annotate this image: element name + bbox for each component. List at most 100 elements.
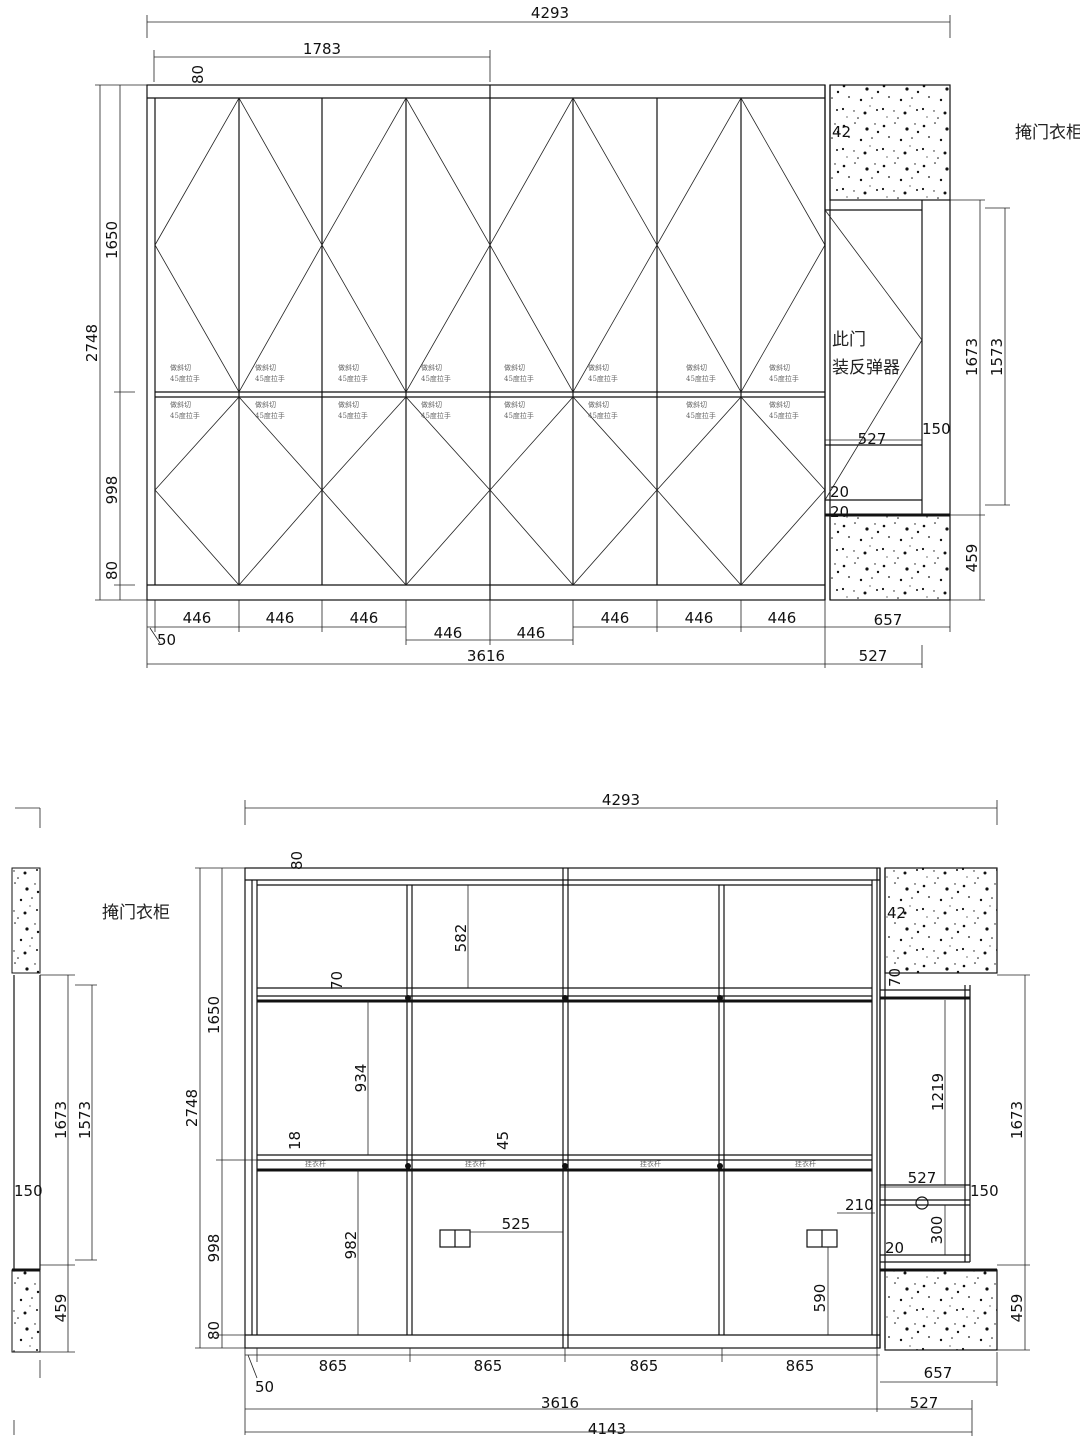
dim-bay-width: 865 — [474, 1357, 503, 1375]
elevation-fragment-left: 1673 459 1573 150 掩门衣柜 — [11, 807, 170, 1435]
handle-note: 45度拉手 — [421, 411, 451, 420]
dim-fragment-a: 1673 — [52, 1101, 70, 1139]
rail-note: 挂衣杆 — [795, 1159, 816, 1168]
handle-note: 45度拉手 — [686, 411, 716, 420]
dim-upper-height: 1650 — [103, 221, 121, 259]
label-left: 掩门衣柜 — [102, 903, 170, 923]
handle-note: 45度拉手 — [769, 374, 799, 383]
dim-niche-height: 1673 — [963, 338, 981, 376]
dim-fragment-b: 1573 — [76, 1101, 94, 1139]
handle-note: 45度拉手 — [504, 411, 534, 420]
wall-concrete-top — [884, 867, 998, 974]
wall-concrete-top — [11, 867, 41, 974]
dim-socket-height: 590 — [811, 1284, 829, 1313]
handle-note: 做斜切 — [588, 400, 609, 409]
dim-fragment-d: 459 — [52, 1294, 70, 1323]
dim-overall: 4143 — [588, 1420, 626, 1438]
handle-note: 45度拉手 — [588, 411, 618, 420]
dim-total-height: 2748 — [83, 324, 101, 362]
door-diamond-pattern — [154, 97, 826, 586]
dim-base: 80 — [205, 1321, 223, 1340]
dim-lower-compartment: 982 — [342, 1231, 360, 1260]
rail-note: 挂衣杆 — [465, 1159, 486, 1168]
dim-door-width: 446 — [768, 609, 797, 627]
dim-top-band: 80 — [288, 851, 306, 870]
shelves: 挂衣杆 挂衣杆 挂衣杆 挂衣杆 — [257, 987, 872, 1172]
dim-bottom-wall: 459 — [1008, 1294, 1026, 1323]
label-right: 掩门衣柜 — [1015, 123, 1080, 143]
rail-note: 挂衣杆 — [305, 1159, 326, 1168]
handle-note: 45度拉手 — [170, 411, 200, 420]
handle-note: 做斜切 — [421, 363, 442, 372]
dim-half-width: 1783 — [303, 40, 341, 58]
dim-wall-top: 42 — [887, 904, 906, 922]
dim-small: 20 — [830, 483, 849, 501]
dim-bay-width: 865 — [319, 1357, 348, 1375]
handle-note: 做斜切 — [686, 400, 707, 409]
dim-niche-inner: 527 — [910, 1394, 939, 1412]
dim-door-width: 446 — [266, 609, 295, 627]
dim-wall-top: 42 — [832, 123, 851, 141]
dim-rail-offset2: 45 — [494, 1131, 512, 1150]
dim-top-band: 80 — [189, 65, 207, 84]
handle-note: 45度拉手 — [421, 374, 451, 383]
dim-rail-offset: 18 — [286, 1131, 304, 1150]
dim-small2: 20 — [830, 503, 849, 521]
door-note-line1: 此门 — [832, 330, 866, 350]
dim-middle-compartment: 934 — [352, 1064, 370, 1093]
elevation-doors: 4293 1783 80 — [83, 4, 1080, 668]
dim-total-height: 2748 — [183, 1089, 201, 1127]
dim-niche-width: 657 — [924, 1364, 953, 1382]
handle-note: 45度拉手 — [504, 374, 534, 383]
handle-note: 做斜切 — [338, 400, 359, 409]
handle-note: 做斜切 — [338, 363, 359, 372]
handle-note: 做斜切 — [686, 363, 707, 372]
dim-base: 80 — [103, 561, 121, 580]
handle-note: 做斜切 — [255, 363, 276, 372]
wall-concrete-bottom — [829, 514, 951, 601]
door-dividers — [238, 85, 742, 600]
dim-lower-height: 998 — [103, 476, 121, 505]
dim-lower-height: 998 — [205, 1234, 223, 1263]
dim-socket-spacing: 525 — [502, 1215, 531, 1233]
rod-holder-icon — [915, 1196, 929, 1210]
handle-note: 45度拉手 — [338, 374, 368, 383]
dim-niche-inner-width: 527 — [908, 1169, 937, 1187]
rail-note: 挂衣杆 — [640, 1159, 661, 1168]
handle-note: 45度拉手 — [170, 374, 200, 383]
dim-door-width: 446 — [685, 609, 714, 627]
dim-panel: 150 — [970, 1182, 999, 1200]
wall-concrete-bottom — [884, 1269, 998, 1351]
handle-note: 做斜切 — [255, 400, 276, 409]
partitions — [406, 868, 725, 1348]
handle-note: 45度拉手 — [255, 374, 285, 383]
handle-note: 做斜切 — [170, 363, 191, 372]
handle-note: 做斜切 — [170, 400, 191, 409]
dim-bottom-wall: 459 — [963, 544, 981, 573]
dim-shelf-small: 70 — [886, 968, 904, 987]
handle-note: 做斜切 — [421, 400, 442, 409]
handle-note: 45度拉手 — [255, 411, 285, 420]
dim-door-width: 446 — [350, 609, 379, 627]
dim-door-width: 446 — [183, 609, 212, 627]
dim-bay-width: 865 — [630, 1357, 659, 1375]
dim-niche-inner: 527 — [859, 647, 888, 665]
dim-cabinet-width: 3616 — [541, 1394, 579, 1412]
handle-notes: 做斜切 45度拉手 做斜切 45度拉手 做斜切 45度拉手 做斜切 45度拉手 … — [170, 363, 799, 420]
dim-right-inner: 300 — [928, 1216, 946, 1245]
elevation-interior: 4293 80 — [183, 791, 1030, 1438]
dim-socket-offset: 210 — [845, 1196, 874, 1214]
door-note-line2: 装反弹器 — [832, 358, 900, 378]
handle-note: 做斜切 — [769, 400, 790, 409]
dim-niche-inner-width: 527 — [858, 430, 887, 448]
dim-door-width: 446 — [601, 609, 630, 627]
dim-niche-width: 657 — [874, 611, 903, 629]
dim-door-width: 446 — [434, 624, 463, 642]
wall-concrete-top — [829, 84, 951, 201]
dim-total-width: 4293 — [602, 791, 640, 809]
handle-note: 45度拉手 — [686, 374, 716, 383]
handle-note: 45度拉手 — [769, 411, 799, 420]
dim-total-width: 4293 — [531, 4, 569, 22]
handle-note: 45度拉手 — [588, 374, 618, 383]
